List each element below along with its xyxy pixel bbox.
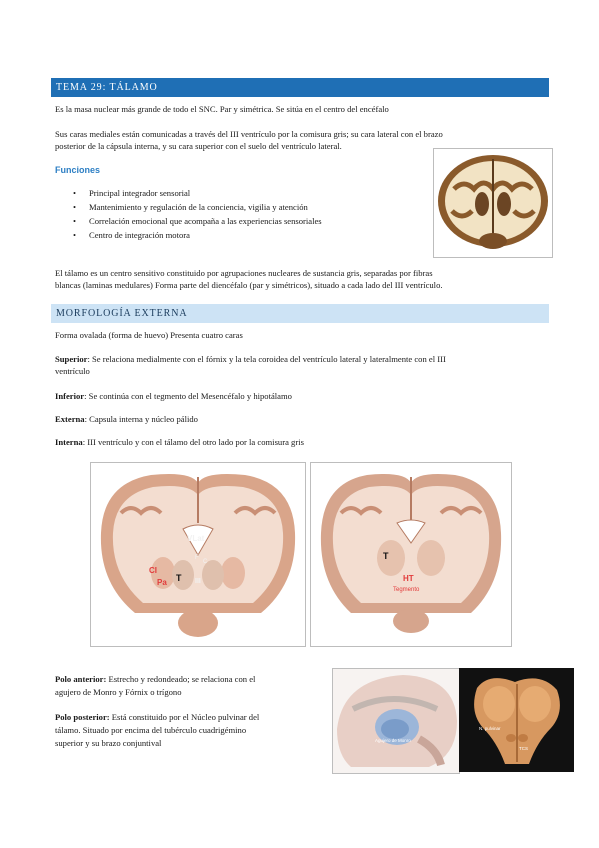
label-f: F	[195, 555, 199, 561]
label-vlat: VLat	[187, 534, 205, 543]
summary-line2: blancas (laminas medulares) Forma parte …	[55, 280, 443, 290]
label-ht: HT	[403, 574, 414, 583]
brain-coronal-photo	[433, 148, 553, 258]
bullet-icon: •	[73, 188, 77, 198]
section-title-morfologia: MORFOLOGÍA EXTERNA	[51, 304, 549, 323]
intro-text: Es la masa nuclear más grande de todo el…	[55, 104, 389, 114]
polo-posterior: Polo posterior: Está constituido por el …	[55, 712, 260, 722]
label-tcs: TCS	[519, 746, 528, 751]
sagittal-thalamus-diagram: Agujero de Monro	[332, 668, 460, 774]
label-t: T	[176, 573, 182, 583]
face-interna: Interna: III ventrículo y con el tálamo …	[55, 437, 304, 447]
polo-anterior-cont: agujero de Monro y Fórnix o trígono	[55, 687, 182, 697]
faces-text-line1: Sus caras mediales están comunicadas a t…	[55, 129, 443, 139]
face-superior: Superior: Se relaciona medialmente con e…	[55, 354, 446, 364]
summary-line1: El tálamo es un centro sensitivo constit…	[55, 268, 433, 278]
shape-text: Forma ovalada (forma de huevo) Presenta …	[55, 330, 243, 340]
coronal-section-hypothalamus: T HT Tegmento	[310, 462, 512, 647]
polo-posterior-line3: superior y su brazo conjuntival	[55, 738, 162, 748]
face-inferior: Inferior: Se continúa con el tegmento de…	[55, 391, 292, 401]
label-tegmento: Tegmento	[393, 587, 420, 593]
brainstem-dorsal-photo: N. pulvinar TCS	[459, 668, 574, 772]
polo-posterior-line2: tálamo. Situado por encima del tubérculo…	[55, 725, 247, 735]
coronal-section-labeled: VLat CI Pa T III F C	[90, 462, 306, 647]
label-t2: T	[383, 551, 389, 561]
functions-heading: Funciones	[55, 165, 101, 175]
label-ci: CI	[149, 566, 157, 575]
bullet-icon: •	[73, 230, 77, 240]
label-pa: Pa	[157, 578, 167, 587]
face-externa: Externa: Capsula interna y núcleo pálido	[55, 414, 198, 424]
label-c: C	[203, 559, 208, 565]
polo-anterior: Polo anterior: Estrecho y redondeado; se…	[55, 674, 256, 684]
label-agujero-monro: Agujero de Monro	[375, 738, 411, 743]
label-pulvinar: N. pulvinar	[479, 726, 501, 731]
faces-text-line2: posterior de la cápsula interna, y su ca…	[55, 141, 342, 151]
bullet-icon: •	[73, 202, 77, 212]
label-iii: III	[195, 578, 201, 585]
face-superior-cont: ventrículo	[55, 366, 90, 376]
section-title-talamo: TEMA 29: TÁLAMO	[51, 78, 549, 97]
bullet-icon: •	[73, 216, 77, 226]
